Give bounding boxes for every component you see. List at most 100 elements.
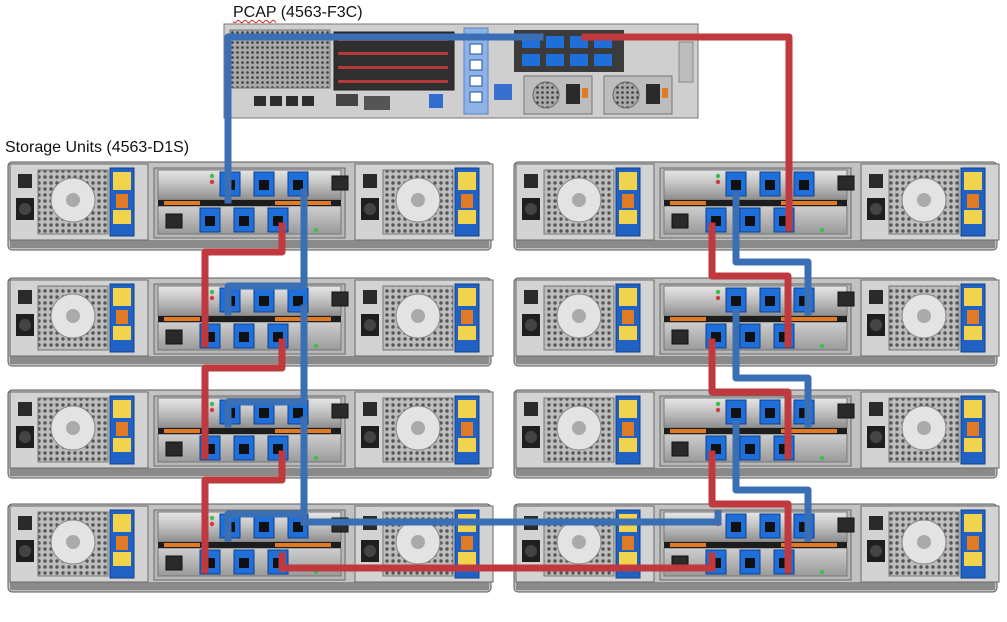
- sas-port-icon: [546, 36, 564, 48]
- pcap-label: PCAP (4563-F3C): [233, 4, 363, 22]
- status-led: [209, 407, 215, 413]
- ethernet-port: [165, 213, 183, 229]
- storage-enclosure-left-1: [7, 161, 494, 251]
- status-led: [209, 289, 215, 295]
- cable-right-blue-3: [732, 420, 812, 542]
- ethernet-port: [165, 329, 183, 345]
- sas-port-icon: [546, 54, 564, 66]
- ethernet-port: [837, 517, 855, 533]
- power-supply-icon: [9, 391, 149, 469]
- power-supply-icon: [515, 163, 655, 241]
- server-handle: [678, 41, 694, 83]
- ethernet-port: [331, 291, 349, 307]
- cable-right-red-1: [708, 222, 792, 348]
- power-supply-icon: [515, 391, 655, 469]
- cable-left-blue-2: [224, 304, 308, 428]
- power-supply-icon: [354, 279, 494, 357]
- io-module-top: [663, 169, 848, 201]
- power-supply-icon: [9, 163, 149, 241]
- sas-port-icon: [570, 54, 588, 66]
- server-pcie-port: [469, 91, 483, 103]
- ethernet-port: [837, 291, 855, 307]
- status-led: [715, 179, 721, 185]
- io-module-top: [663, 285, 848, 317]
- cable-left-red-3: [201, 450, 286, 574]
- server-serial-port: [336, 94, 358, 106]
- server-pcie-port: [469, 75, 483, 87]
- storage-enclosure-right-3: [513, 389, 1000, 479]
- io-module-top: [663, 511, 848, 543]
- power-supply-icon: [515, 279, 655, 357]
- cable-right-red-2: [708, 338, 792, 460]
- io-module-top: [663, 397, 848, 429]
- io-module-top: [157, 285, 342, 317]
- cable-right-red-3: [708, 450, 792, 574]
- power-supply-icon: [860, 163, 1000, 241]
- status-led: [313, 343, 319, 349]
- status-led: [819, 343, 825, 349]
- ethernet-port: [671, 441, 689, 457]
- cable-left-red-1: [201, 222, 286, 348]
- status-led: [819, 227, 825, 233]
- status-led: [313, 455, 319, 461]
- ethernet-port: [331, 175, 349, 191]
- cable-pcap-to-right-storage: [581, 33, 793, 232]
- status-led: [209, 515, 215, 521]
- status-led: [819, 569, 825, 575]
- cable-left-red-2: [201, 338, 286, 460]
- status-led: [209, 401, 215, 407]
- storage-enclosure-right-1: [513, 161, 1000, 251]
- status-led: [313, 227, 319, 233]
- server-network-port: [302, 96, 314, 106]
- cable-right-blue-2: [732, 308, 812, 428]
- status-led: [209, 295, 215, 301]
- server-pcie-port: [469, 43, 483, 55]
- power-supply-icon: [354, 391, 494, 469]
- status-led: [209, 521, 215, 527]
- status-led: [715, 401, 721, 407]
- storage-units-label: Storage Units (4563-D1S): [5, 139, 190, 156]
- storage-enclosure-left-3: [7, 389, 494, 479]
- status-led: [715, 407, 721, 413]
- server-vga-connector: [429, 94, 443, 108]
- pcap-label-word: PCAP: [233, 4, 277, 21]
- status-led: [715, 289, 721, 295]
- ethernet-port: [165, 555, 183, 571]
- sas-port-icon: [522, 54, 540, 66]
- storage-enclosure-left-2: [7, 277, 494, 367]
- ethernet-port: [165, 441, 183, 457]
- storage-enclosure-right-2: [513, 277, 1000, 367]
- cable-pcap-to-left-storage: [224, 33, 544, 204]
- power-supply-icon: [9, 505, 149, 583]
- server-usb-port: [494, 84, 512, 100]
- power-supply-icon: [860, 505, 1000, 583]
- server-pcie-port: [469, 59, 483, 71]
- ethernet-port: [671, 213, 689, 229]
- cable-right-blue-1: [732, 192, 812, 316]
- power-supply-icon: [9, 279, 149, 357]
- server-network-port: [286, 96, 298, 106]
- server-network-port: [270, 96, 282, 106]
- ethernet-port: [331, 403, 349, 419]
- power-supply-icon: [860, 279, 1000, 357]
- status-led: [819, 455, 825, 461]
- ethernet-port: [837, 403, 855, 419]
- storage-enclosure-right-4: [513, 503, 1000, 593]
- power-supply-icon: [354, 163, 494, 241]
- ethernet-port: [837, 175, 855, 191]
- power-supply-icon: [860, 391, 1000, 469]
- io-module-top: [157, 169, 342, 201]
- server-vga-port: [364, 96, 390, 110]
- power-supply-icon: [603, 75, 673, 115]
- status-led: [715, 295, 721, 301]
- server-network-port: [254, 96, 266, 106]
- status-led: [209, 173, 215, 179]
- server-pcie-riser: [463, 27, 489, 115]
- status-led: [715, 173, 721, 179]
- ethernet-port: [671, 329, 689, 345]
- cable-left-blue-3: [224, 416, 308, 542]
- cable-left-blue-1: [224, 188, 308, 316]
- status-led: [209, 179, 215, 185]
